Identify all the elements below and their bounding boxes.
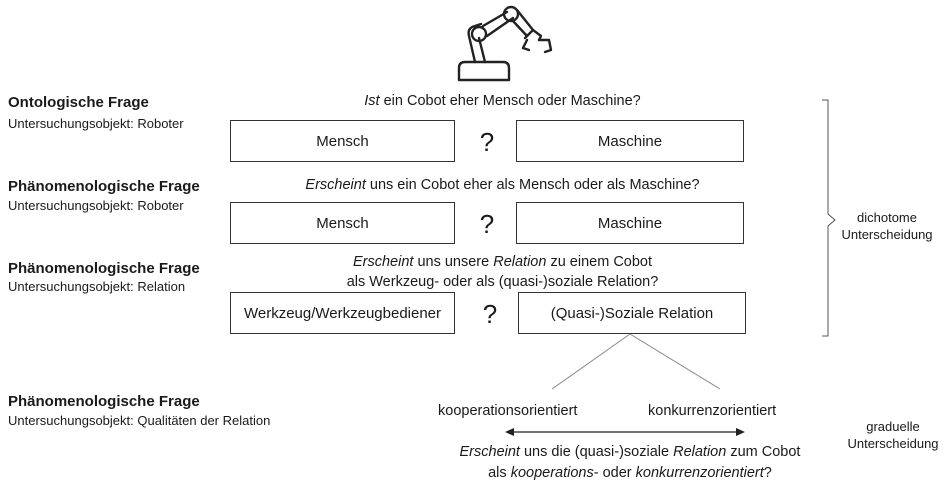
gradual-arrow-right-head <box>736 428 745 436</box>
dichotomous-label-line1: dichotome <box>857 210 917 225</box>
row1-question: Ist ein Cobot eher Mensch oder Maschine? <box>230 93 775 109</box>
row2-title: Phänomenologische Frage <box>8 178 200 195</box>
cooperative-label: kooperationsorientiert <box>438 403 578 419</box>
lower-question-em3: kooperations <box>510 465 594 481</box>
row1-question-em: Ist <box>364 93 380 109</box>
row2-left-box: Mensch <box>230 202 455 244</box>
gradual-label: graduelle Unterscheidung <box>838 418 948 452</box>
row3-question-em1: Erscheint <box>352 254 414 270</box>
row3-right-box: (Quasi-)Soziale Relation <box>518 292 746 334</box>
lower-question-em1: Erscheint <box>459 444 520 460</box>
row2-question-mark: ? <box>479 209 495 239</box>
row3-question-line2: als Werkzeug- oder als (quasi-)soziale R… <box>346 274 659 290</box>
split-line-right <box>629 333 721 390</box>
lower-question: Erscheint uns die (quasi-)soziale Relati… <box>410 442 850 484</box>
gradual-arrow-left-head <box>505 428 514 436</box>
row1-question-mark: ? <box>479 127 495 157</box>
row3-title: Phänomenologische Frage <box>8 260 200 277</box>
row1-left-box: Mensch <box>230 120 455 162</box>
row2-subtitle: Untersuchungsobjekt: Roboter <box>8 198 184 213</box>
lower-question-line2: als kooperations- oder konkurrenzorienti… <box>410 463 850 484</box>
row2-question-rest: uns ein Cobot eher als Mensch oder als M… <box>365 177 700 193</box>
row2-question-em: Erscheint <box>305 177 366 193</box>
lower-question-em2: Relation <box>673 444 727 460</box>
row2-right-box: Maschine <box>516 202 744 244</box>
lower-question-rest1: zum Cobot <box>726 444 801 460</box>
row1-subtitle: Untersuchungsobjekt: Roboter <box>8 116 184 131</box>
competitive-label: konkurrenzorientiert <box>648 403 777 419</box>
lower-question-pre: als <box>488 465 511 481</box>
dichotomous-label: dichotome Unterscheidung <box>832 209 942 243</box>
row3-question-line1: Erscheint uns unsere Relation zu einem C… <box>230 252 775 272</box>
row1-title: Ontologische Frage <box>8 94 149 111</box>
row3-question-mid: uns unsere <box>413 254 494 270</box>
row1-question-rest: ein Cobot eher Mensch oder Maschine? <box>379 93 641 109</box>
lower-question-end: ? <box>763 465 772 481</box>
split-line-left <box>551 333 631 390</box>
gradual-label-line1: graduelle <box>866 419 920 434</box>
row3-question-mark: ? <box>482 299 498 329</box>
lower-question-mid1: uns die (quasi-)soziale <box>519 444 674 460</box>
lower-question-mid2: - oder <box>593 465 636 481</box>
row3-question-rest: zu einem Cobot <box>546 254 653 270</box>
row3-subtitle: Untersuchungsobjekt: Relation <box>8 279 186 294</box>
row3-question-em2: Relation <box>493 254 547 270</box>
row1-right-box: Maschine <box>516 120 744 162</box>
lower-subtitle: Untersuchungsobjekt: Qualitäten der Rela… <box>8 413 271 428</box>
robot-arm-icon <box>457 5 553 82</box>
dichotomous-brace <box>822 99 836 337</box>
lower-title: Phänomenologische Frage <box>8 393 200 410</box>
row3-question: Erscheint uns unsere Relation zu einem C… <box>230 252 775 292</box>
row2-question: Erscheint uns ein Cobot eher als Mensch … <box>230 177 775 193</box>
lower-question-em4: konkurrenzorientiert <box>635 465 764 481</box>
lower-question-line1: Erscheint uns die (quasi-)soziale Relati… <box>410 442 850 463</box>
dichotomous-label-line2: Unterscheidung <box>841 227 933 242</box>
row3-left-box: Werkzeug/Werkzeugbediener <box>230 292 455 334</box>
gradual-label-line2: Unterscheidung <box>847 436 939 451</box>
